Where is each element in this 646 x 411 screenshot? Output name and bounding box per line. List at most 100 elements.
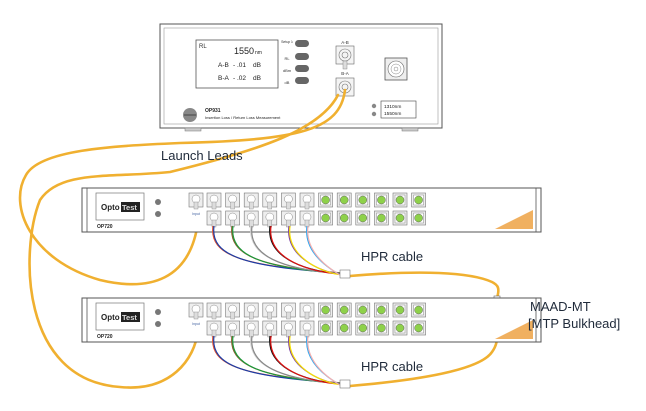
output-port[interactable] bbox=[392, 302, 408, 318]
meter-button-dbm[interactable]: dBm bbox=[283, 65, 309, 73]
input-port[interactable] bbox=[188, 302, 204, 320]
hpr-trunk-1 bbox=[348, 271, 500, 300]
output-port[interactable] bbox=[318, 192, 333, 208]
input-label: Input bbox=[192, 322, 200, 326]
fanout-fiber bbox=[289, 225, 341, 276]
output-port[interactable] bbox=[243, 192, 259, 210]
output-port[interactable] bbox=[225, 192, 240, 210]
output-port[interactable] bbox=[262, 192, 278, 210]
output-port[interactable] bbox=[262, 302, 278, 320]
output-port[interactable] bbox=[392, 320, 408, 336]
fanout-fiber bbox=[289, 335, 341, 386]
output-port[interactable] bbox=[225, 210, 240, 228]
switch-model: OP720 bbox=[97, 224, 113, 230]
hpr-cable-label-2: HPR cable bbox=[361, 359, 424, 374]
launch-leads bbox=[18, 88, 500, 389]
output-port[interactable] bbox=[206, 192, 222, 210]
switch-model: OP720 bbox=[97, 334, 113, 340]
output-port[interactable] bbox=[392, 210, 408, 226]
brand-opto: Opto bbox=[101, 203, 120, 212]
display-row2-value: - .02 bbox=[233, 75, 246, 82]
output-port[interactable] bbox=[206, 302, 222, 320]
meter-bezel bbox=[163, 27, 439, 125]
output-port[interactable] bbox=[336, 210, 352, 226]
output-port[interactable] bbox=[262, 210, 278, 228]
output-port[interactable] bbox=[336, 320, 352, 336]
meter-foot bbox=[184, 127, 202, 132]
output-port[interactable] bbox=[299, 302, 315, 320]
output-port[interactable] bbox=[243, 210, 259, 228]
display-mode: RL bbox=[199, 44, 207, 50]
button-label: dB bbox=[285, 80, 290, 85]
output-port[interactable] bbox=[206, 210, 222, 228]
output-port[interactable] bbox=[318, 320, 333, 336]
fanout-fiber bbox=[307, 225, 341, 276]
output-port[interactable] bbox=[355, 302, 371, 318]
output-port[interactable] bbox=[411, 210, 426, 226]
status-led-icon bbox=[155, 211, 161, 217]
output-port[interactable] bbox=[318, 302, 333, 318]
meter-button-rl[interactable]: RL bbox=[284, 53, 309, 61]
brand-test-bg bbox=[121, 312, 140, 322]
output-port[interactable] bbox=[355, 320, 371, 336]
input-label: Input bbox=[192, 212, 200, 216]
reference-port-icon bbox=[384, 57, 408, 81]
meter-display bbox=[195, 39, 279, 89]
output-port[interactable] bbox=[411, 192, 426, 208]
fanout-fiber bbox=[231, 335, 341, 384]
output-port[interactable] bbox=[374, 192, 389, 208]
output-port[interactable] bbox=[243, 320, 259, 338]
output-port[interactable] bbox=[374, 210, 389, 226]
output-port[interactable] bbox=[281, 210, 296, 228]
output-port[interactable] bbox=[225, 302, 240, 320]
output-port[interactable] bbox=[374, 302, 389, 318]
wavelength-box bbox=[380, 100, 417, 119]
display-wavelength-unit: nm bbox=[255, 50, 262, 56]
wavelength-1550: 1550nm bbox=[384, 111, 401, 117]
output-port[interactable] bbox=[355, 192, 371, 208]
output-port[interactable] bbox=[355, 210, 371, 226]
meter-model: OP931 bbox=[205, 108, 221, 114]
wavelength-1310: 1310nm bbox=[384, 104, 401, 110]
output-port[interactable] bbox=[299, 320, 315, 338]
output-port[interactable] bbox=[225, 320, 240, 338]
output-port[interactable] bbox=[281, 302, 296, 320]
corner-accent bbox=[495, 210, 533, 229]
button-label: dBm bbox=[283, 68, 292, 73]
port-ab-icon[interactable] bbox=[335, 45, 355, 70]
output-port[interactable] bbox=[299, 192, 315, 210]
hpr-fanout-1 bbox=[212, 225, 351, 279]
launch-lead-1 bbox=[18, 88, 347, 286]
maad-label-line1: MAAD-MT bbox=[530, 299, 591, 314]
maad-label-line2: [MTP Bulkhead] bbox=[528, 316, 621, 331]
output-port[interactable] bbox=[318, 210, 333, 226]
button-setup[interactable] bbox=[295, 40, 309, 47]
output-port[interactable] bbox=[243, 302, 259, 320]
button-rl[interactable] bbox=[295, 53, 309, 60]
meter-button-db[interactable]: dB bbox=[285, 77, 309, 85]
output-port[interactable] bbox=[206, 320, 222, 338]
status-led-icon bbox=[155, 309, 161, 315]
output-port[interactable] bbox=[336, 192, 352, 208]
led-1550-icon bbox=[371, 111, 377, 117]
output-port[interactable] bbox=[281, 192, 296, 210]
output-port[interactable] bbox=[262, 320, 278, 338]
button-dbm[interactable] bbox=[295, 65, 309, 72]
brand-test: Test bbox=[122, 203, 137, 212]
button-db[interactable] bbox=[295, 77, 309, 84]
output-port[interactable] bbox=[392, 192, 408, 208]
hpr-cable-label-1: HPR cable bbox=[361, 249, 424, 264]
meter-button-setup[interactable]: Setup λ bbox=[281, 40, 309, 47]
output-port[interactable] bbox=[281, 320, 296, 338]
output-port[interactable] bbox=[299, 210, 315, 228]
mpo-connector-icon bbox=[339, 269, 351, 279]
input-port[interactable] bbox=[188, 192, 204, 210]
status-led-icon bbox=[155, 321, 161, 327]
output-port[interactable] bbox=[374, 320, 389, 336]
output-port[interactable] bbox=[336, 302, 352, 318]
button-label: Setup λ bbox=[281, 40, 293, 44]
output-port[interactable] bbox=[411, 320, 426, 336]
output-port[interactable] bbox=[411, 302, 426, 318]
brand-test-bg bbox=[121, 202, 140, 212]
